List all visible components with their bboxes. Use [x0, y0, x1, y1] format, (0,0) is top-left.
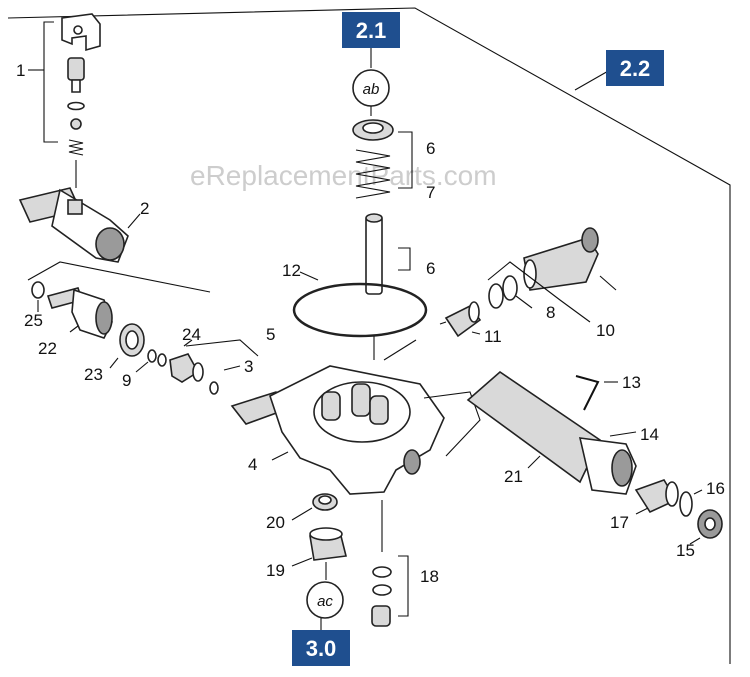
- callout-24: 24: [182, 325, 201, 344]
- part-4-pump-housing: [230, 365, 445, 495]
- callout-19: 19: [266, 561, 285, 580]
- part-13-clip: [575, 375, 618, 411]
- callout-15: 15: [676, 541, 695, 560]
- bubble-ab: ab: [363, 81, 380, 98]
- callout-7: 7: [426, 183, 435, 202]
- callout-1: 1: [16, 61, 25, 80]
- callout-3: 3: [244, 357, 253, 376]
- callout-23: 23: [84, 365, 103, 384]
- part-2-valve-body: [18, 187, 141, 263]
- part-23-seal: [109, 323, 145, 369]
- callout-8: 8: [546, 303, 555, 322]
- callout-6b: 6: [426, 259, 435, 278]
- part-22-25-fitting: [31, 281, 113, 339]
- bracket-line-3-5: [185, 339, 259, 357]
- callout-10: 10: [596, 321, 615, 340]
- callout-21: 21: [504, 467, 523, 486]
- section-badge-3-0[interactable]: 3.0: [292, 630, 350, 666]
- part-15-washer: [689, 509, 723, 545]
- leader-3: [223, 365, 241, 371]
- section-frame: [7, 7, 731, 664]
- bubble-ac-group: ac: [306, 581, 344, 630]
- callout-16: 16: [706, 479, 725, 498]
- leader-center-right: [383, 339, 417, 361]
- part-17-connector: [634, 479, 679, 515]
- callout-4: 4: [248, 455, 257, 474]
- part-6-7-valve-stack: ab: [352, 48, 413, 295]
- callout-20: 20: [266, 513, 285, 532]
- callout-5: 5: [266, 325, 275, 344]
- callout-2: 2: [140, 199, 149, 218]
- part-16-o-ring: [679, 489, 703, 517]
- part-10-valve: [523, 227, 617, 291]
- section-badge-2-2[interactable]: 2.2: [606, 50, 664, 86]
- bracket-line-upper-left: [27, 261, 211, 293]
- part-11-check-valve: [439, 301, 482, 338]
- callout-11: 11: [484, 327, 502, 346]
- callout-14: 14: [640, 425, 659, 444]
- watermark: eReplacementParts.com: [190, 160, 497, 191]
- callout-9: 9: [122, 371, 131, 390]
- callout-17: 17: [610, 513, 629, 532]
- part-8-o-rings: [488, 275, 533, 309]
- part-19-retainer: [291, 527, 347, 580]
- section-label-2-1: 2.1: [356, 18, 387, 43]
- part-12-o-ring: [292, 271, 428, 338]
- part-18-seals: [371, 555, 409, 627]
- callout-13: 13: [622, 373, 641, 392]
- callout-22: 22: [38, 339, 57, 358]
- section-badge-2-1[interactable]: 2.1: [342, 12, 400, 48]
- callout-12: 12: [282, 261, 301, 280]
- part-1-assembly: [28, 13, 101, 188]
- part-9-o-rings: [135, 349, 167, 373]
- bracket-line-8-10: [487, 261, 591, 323]
- section-label-2-2: 2.2: [620, 56, 651, 81]
- callout-18: 18: [420, 567, 439, 586]
- callout-6a: 6: [426, 139, 435, 158]
- part-20-seal: [291, 493, 338, 521]
- part-24-plug: [169, 339, 219, 395]
- bubble-ac: ac: [317, 593, 333, 610]
- section-label-3-0: 3.0: [306, 636, 337, 661]
- callout-25: 25: [24, 311, 43, 330]
- part-14-hose-fitting: [466, 370, 637, 495]
